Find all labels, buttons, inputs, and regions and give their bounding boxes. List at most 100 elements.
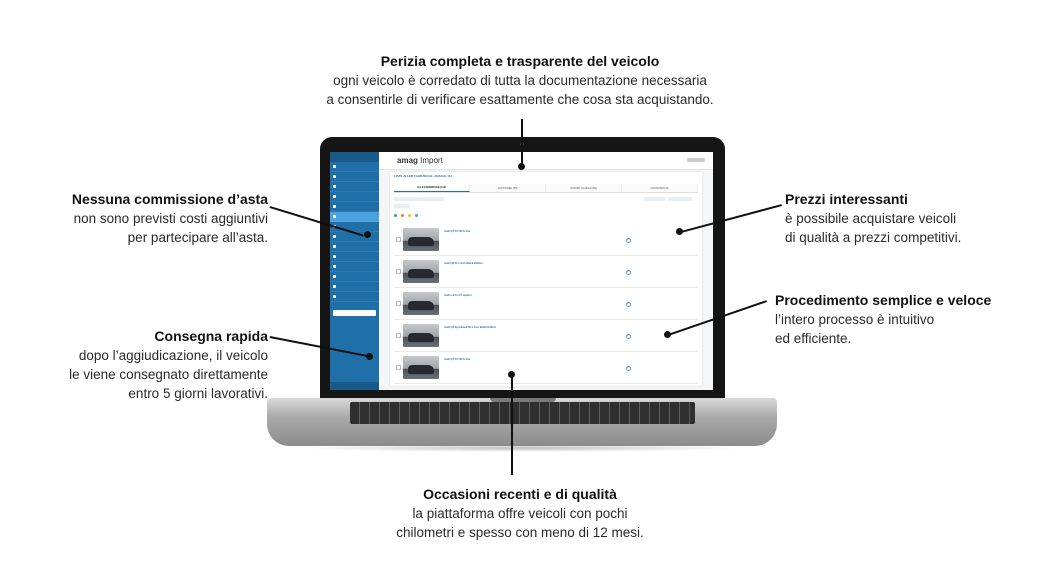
vehicle-title[interactable]: Audi e-tron GT quattro [444, 294, 472, 297]
menu-icon [333, 165, 336, 168]
callout-text: le viene consegnato direttamente [69, 367, 268, 382]
favorite-icon[interactable] [626, 302, 631, 307]
sidebar-item[interactable] [330, 282, 379, 292]
filter-button[interactable] [394, 197, 418, 201]
favorite-icon[interactable] [626, 270, 631, 275]
callout-text: dopo l’aggiudicazione, il veicolo [78, 348, 268, 363]
leader-line-bottom [511, 375, 513, 475]
table-row[interactable]: Audi Q4 Sportback 50 e-tron Black Editio… [394, 320, 698, 352]
status-legend [394, 214, 418, 217]
menu-icon [333, 205, 336, 208]
row-checkbox[interactable] [396, 365, 401, 370]
tab-buy-now[interactable]: SOFORT-KAUFEN (59) [546, 184, 622, 192]
favorite-icon[interactable] [626, 366, 631, 371]
sidebar-item[interactable] [330, 292, 379, 302]
legend-item [394, 214, 397, 217]
legend-item [408, 214, 411, 217]
callout-text: per partecipare all’asta. [127, 230, 268, 245]
sidebar-item-active[interactable] [330, 212, 379, 222]
sort-button[interactable] [418, 197, 444, 201]
sidebar-item[interactable] [330, 172, 379, 182]
vehicle-title[interactable]: Audi Q8 50 e-tron Black Edition [444, 262, 483, 265]
menu-icon [333, 275, 336, 278]
callout-text: è possibile acquistare veicoli [785, 211, 957, 226]
callout-text: non sono previsti costi aggiuntivi [73, 211, 268, 226]
menu-icon [333, 295, 336, 298]
callout-procedimento: Procedimento semplice e veloce l’intero … [775, 291, 1040, 348]
vehicle-thumbnail[interactable] [403, 324, 439, 347]
vehicle-title[interactable]: Audi Q7 50 TDI S line [444, 358, 471, 361]
laptop-hinge-notch [490, 398, 556, 402]
action-dropdown[interactable] [394, 204, 410, 208]
tab-bar: ALLE FAHRZEUGE (114) AUKTIONEN (55) SOFO… [394, 184, 698, 193]
car-image [408, 333, 434, 342]
vehicle-list: Audi Q7 50 TDI S line Audi Q8 50 e-tron … [394, 224, 698, 384]
sidebar-header [330, 152, 379, 162]
callout-text: ogni veicolo è corredato di tutta la doc… [333, 73, 707, 88]
sidebar-item[interactable] [330, 162, 379, 172]
user-menu[interactable] [687, 158, 705, 162]
vehicle-list-panel: LISTE ALLER FAHRZEUGE, ANZAHL 114 ALLE F… [390, 172, 702, 386]
sort-select[interactable] [668, 197, 692, 201]
brand-logo: amag Import [397, 156, 443, 165]
tab-auctions[interactable]: AUKTIONEN (55) [470, 184, 546, 192]
toolbar [394, 197, 698, 209]
car-image [408, 269, 434, 278]
callout-title: Occasioni recenti e di qualità [423, 486, 617, 502]
sidebar-item[interactable] [330, 202, 379, 212]
tab-favorites[interactable]: FAVORITEN (0) [622, 184, 698, 192]
table-row[interactable]: Audi Q7 50 TDI S line [394, 224, 698, 256]
callout-title: Prezzi interessanti [785, 191, 908, 207]
sidebar-item[interactable] [330, 262, 379, 272]
callout-occasioni: Occasioni recenti e di qualità la piatta… [250, 485, 790, 542]
laptop-keyboard [350, 402, 695, 424]
car-image [408, 365, 434, 374]
leader-dot-top [518, 163, 525, 170]
vehicle-thumbnail[interactable] [403, 356, 439, 379]
row-checkbox[interactable] [396, 333, 401, 338]
menu-icon [333, 285, 336, 288]
sidebar-footer[interactable] [330, 382, 379, 390]
laptop-screen: amag Import LISTE ALLER FAHRZEUGE, ANZAH… [330, 152, 713, 390]
callout-consegna: Consegna rapida dopo l’aggiudicazione, i… [0, 327, 268, 403]
car-image [408, 301, 434, 310]
row-checkbox[interactable] [396, 269, 401, 274]
callout-text: l’intero processo è intuitivo [775, 312, 935, 327]
callout-title: Consegna rapida [154, 328, 268, 344]
menu-icon [333, 255, 336, 258]
sidebar-item[interactable] [330, 182, 379, 192]
vehicle-title[interactable]: Audi Q4 Sportback 50 e-tron Black Editio… [444, 326, 497, 329]
row-checkbox[interactable] [396, 301, 401, 306]
sidebar-item[interactable] [330, 252, 379, 262]
sidebar-item[interactable] [330, 242, 379, 252]
menu-icon [333, 235, 336, 238]
sidebar-item[interactable] [330, 232, 379, 242]
sidebar-search-input[interactable] [333, 310, 376, 316]
sidebar-item[interactable] [330, 192, 379, 202]
callout-text: entro 5 giorni lavorativi. [128, 386, 268, 401]
page-size-select[interactable] [644, 197, 666, 201]
callout-text: a consentirle di verificare esattamente … [326, 92, 714, 107]
sidebar-item[interactable] [330, 272, 379, 282]
menu-icon [333, 175, 336, 178]
table-row[interactable]: Audi e-tron GT quattro [394, 288, 698, 320]
vehicle-thumbnail[interactable] [403, 292, 439, 315]
legend-item [415, 214, 418, 217]
vehicle-thumbnail[interactable] [403, 228, 439, 251]
table-row[interactable]: Audi Q8 50 e-tron Black Edition [394, 256, 698, 288]
tab-all[interactable]: ALLE FAHRZEUGE (114) [394, 184, 470, 192]
leader-dot-bottom [508, 371, 515, 378]
callout-text: la piattaforma offre veicoli con pochi [412, 506, 628, 521]
leader-dot-right1 [676, 228, 683, 235]
vehicle-thumbnail[interactable] [403, 260, 439, 283]
row-checkbox[interactable] [396, 237, 401, 242]
callout-perizia: Perizia completa e trasparente del veico… [200, 52, 840, 109]
favorite-icon[interactable] [626, 238, 631, 243]
vehicle-title[interactable]: Audi Q7 50 TDI S line [444, 230, 471, 233]
callout-prezzi: Prezzi interessanti è possibile acquista… [785, 190, 1040, 247]
favorite-icon[interactable] [626, 334, 631, 339]
legend-item [401, 214, 404, 217]
breadcrumb: LISTE ALLER FAHRZEUGE, ANZAHL 114 [394, 174, 453, 178]
table-row[interactable]: Audi Q7 50 TDI S line [394, 352, 698, 384]
leader-dot-left2 [366, 353, 373, 360]
